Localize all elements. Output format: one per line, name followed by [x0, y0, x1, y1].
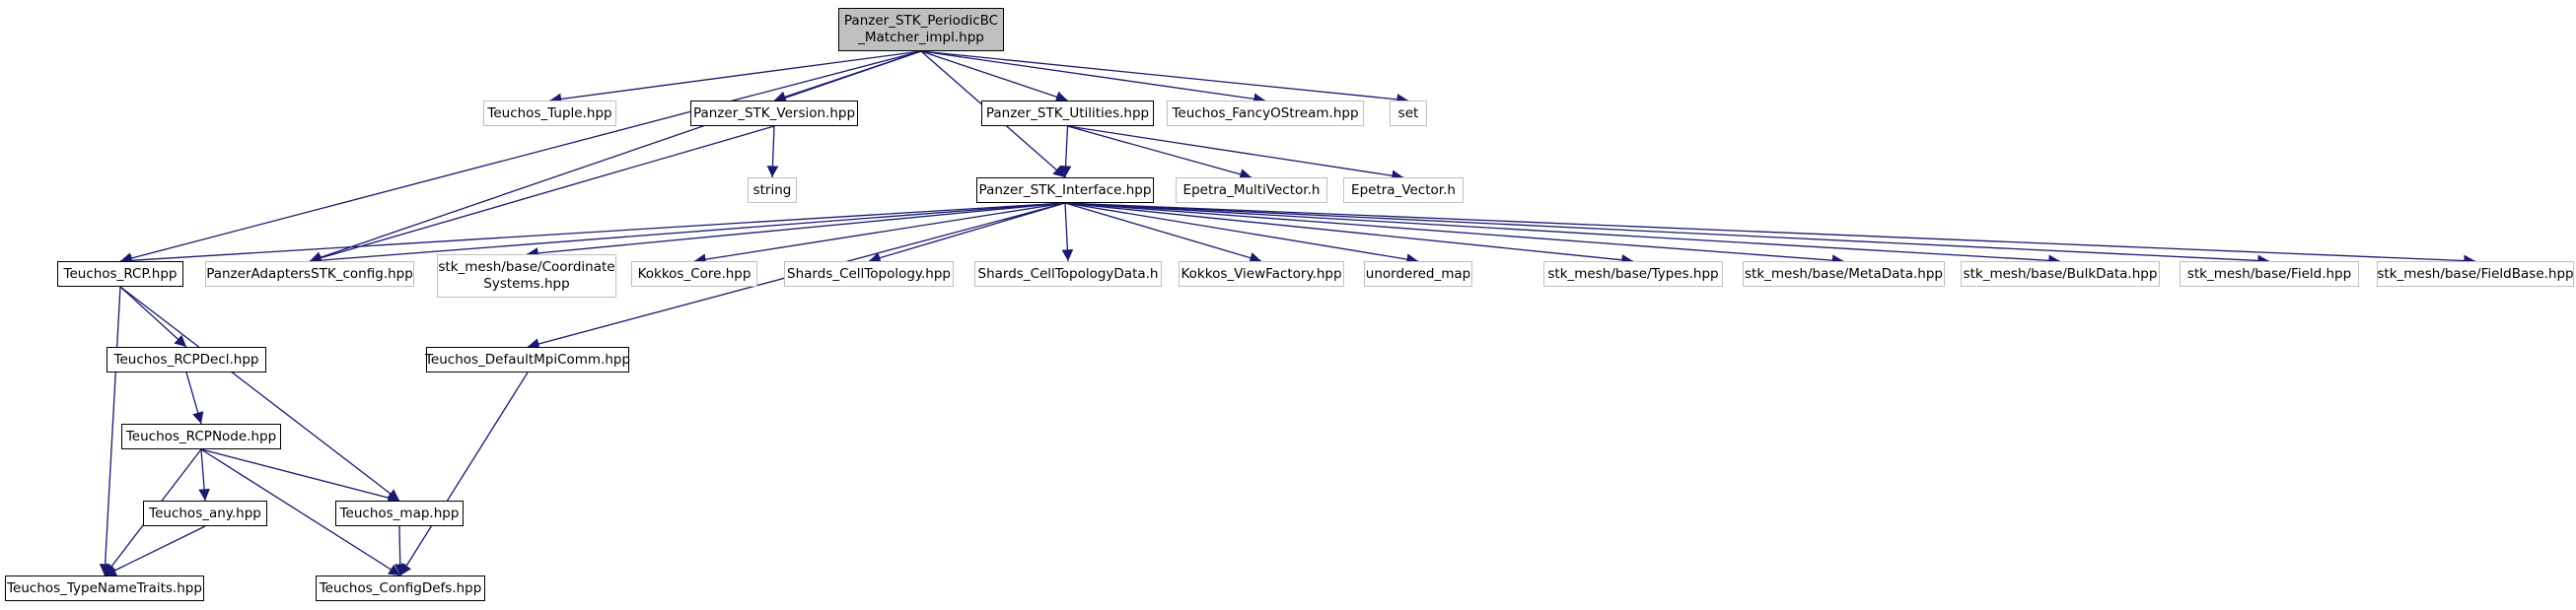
edge-interface-to-fieldbase	[1064, 202, 2476, 267]
edge-root-to-rcp	[119, 50, 922, 264]
node-panzer-stk-interface[interactable]: Panzer_STK_Interface.hpp	[976, 177, 1154, 203]
node-stk-mesh-field[interactable]: stk_mesh/base/Field.hpp	[2180, 261, 2359, 287]
node-string[interactable]: string	[748, 177, 797, 203]
edge-interface-to-kcore	[693, 202, 1066, 265]
edge-interface-to-types	[1064, 202, 1634, 266]
node-panzer-stk-periodicbc-matcher-impl[interactable]: Panzer_STK_PeriodicBC _Matcher_impl.hpp	[838, 8, 1004, 51]
edge-interface-to-umap	[1064, 202, 1419, 265]
node-stk-mesh-metadata[interactable]: stk_mesh/base/MetaData.hpp	[1743, 261, 1945, 287]
node-teuchos-defaultmpicomm[interactable]: Teuchos_DefaultMpiComm.hpp	[425, 347, 630, 373]
node-teuchos-tuple[interactable]: Teuchos_Tuple.hpp	[483, 101, 616, 126]
edge-rcp-to-typename	[99, 286, 121, 576]
node-kokkos-viewfactory[interactable]: Kokkos_ViewFactory.hpp	[1179, 261, 1344, 287]
edge-mpicomm-to-configdefs	[399, 372, 529, 576]
node-epetra-vector[interactable]: Epetra_Vector.h	[1343, 177, 1464, 203]
edge-root-to-fancy	[920, 50, 1266, 105]
edge-rcpdecl-to-rcpnode	[185, 372, 204, 425]
node-teuchos-rcpnode[interactable]: Teuchos_RCPNode.hpp	[121, 424, 281, 449]
edge-interface-to-rcp	[119, 202, 1066, 267]
edge-interface-to-field	[1064, 202, 2270, 267]
edge-interface-to-shardstopo	[868, 202, 1066, 264]
edge-rcp-to-map	[119, 286, 400, 502]
node-stk-mesh-coordinate-systems[interactable]: stk_mesh/base/Coordinate Systems.hpp	[437, 254, 616, 298]
node-kokkos-core[interactable]: Kokkos_Core.hpp	[631, 261, 757, 287]
node-panzeradaptersstk-config[interactable]: PanzerAdaptersSTK_config.hpp	[205, 261, 414, 287]
node-teuchos-rcpdecl[interactable]: Teuchos_RCPDecl.hpp	[107, 347, 266, 373]
node-teuchos-map[interactable]: Teuchos_map.hpp	[335, 501, 464, 526]
edge-any-to-typename	[104, 525, 206, 576]
edge-interface-to-shardsdata	[1061, 202, 1074, 262]
node-stk-mesh-bulkdata[interactable]: stk_mesh/base/BulkData.hpp	[1961, 261, 2160, 287]
node-panzer-stk-utilities[interactable]: Panzer_STK_Utilities.hpp	[981, 101, 1154, 126]
edge-interface-to-config	[309, 202, 1066, 266]
node-teuchos-typenametraits[interactable]: Teuchos_TypeNameTraits.hpp	[5, 576, 204, 601]
edge-rcpnode-to-map	[200, 448, 400, 504]
edge-interface-to-kview	[1064, 202, 1262, 264]
edge-utilities-to-multivec	[1067, 125, 1252, 180]
node-shards-celltopology[interactable]: Shards_CellTopology.hpp	[784, 261, 954, 287]
node-panzer-stk-version[interactable]: Panzer_STK_Version.hpp	[690, 101, 858, 126]
node-stk-mesh-fieldbase[interactable]: stk_mesh/base/FieldBase.hpp	[2377, 261, 2574, 287]
edge-version-to-string	[766, 125, 779, 178]
node-set[interactable]: set	[1390, 101, 1427, 126]
edge-root-to-utilities	[920, 50, 1068, 102]
edge-utilities-to-vector	[1067, 125, 1404, 182]
edge-map-to-configdefs	[394, 525, 406, 576]
edge-rcpnode-to-configdefs	[200, 448, 401, 576]
edge-root-to-config	[309, 50, 922, 263]
node-teuchos-any[interactable]: Teuchos_any.hpp	[143, 501, 267, 526]
edge-interface-to-bulk	[1064, 202, 2061, 267]
edge-version-to-config	[309, 125, 775, 264]
node-teuchos-configdefs[interactable]: Teuchos_ConfigDefs.hpp	[316, 576, 485, 601]
edge-rcpnode-to-any	[198, 448, 210, 502]
node-stk-mesh-types[interactable]: stk_mesh/base/Types.hpp	[1543, 261, 1723, 287]
node-teuchos-rcp[interactable]: Teuchos_RCP.hpp	[57, 261, 183, 287]
node-epetra-multivector[interactable]: Epetra_MultiVector.h	[1176, 177, 1327, 203]
edge-root-to-set	[920, 50, 1409, 105]
edge-rcp-to-rcpdecl	[119, 286, 187, 348]
edge-utilities-to-interface	[1059, 125, 1072, 178]
edge-root-to-tuple	[549, 50, 922, 105]
node-unordered-map[interactable]: unordered_map	[1364, 261, 1472, 287]
edge-interface-to-coord	[526, 202, 1066, 259]
node-teuchos-fancyostream[interactable]: Teuchos_FancyOStream.hpp	[1167, 101, 1364, 126]
edge-interface-to-meta	[1064, 202, 1844, 266]
node-shards-celltopologydata[interactable]: Shards_CellTopologyData.h	[974, 261, 1162, 287]
